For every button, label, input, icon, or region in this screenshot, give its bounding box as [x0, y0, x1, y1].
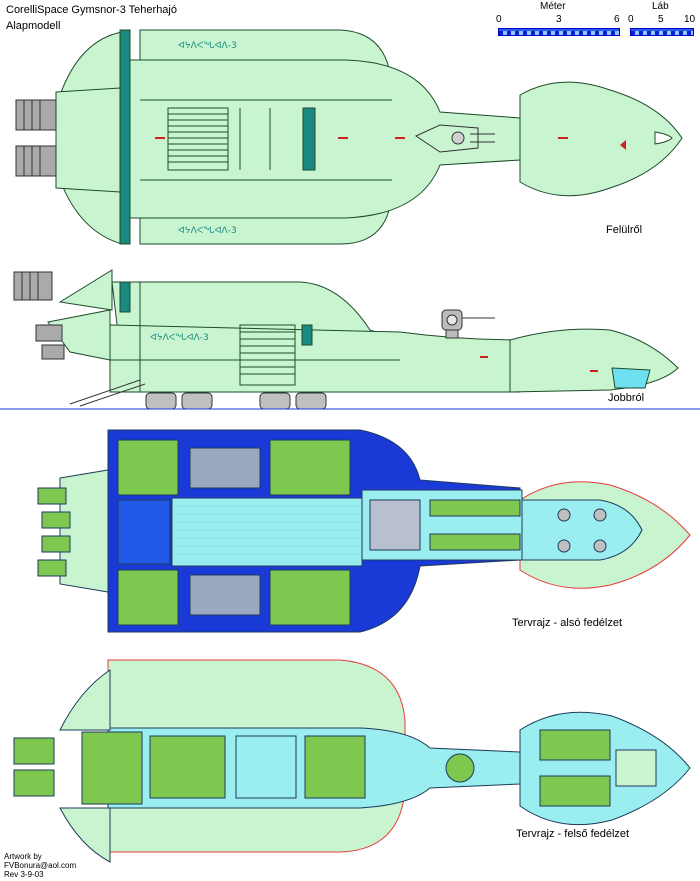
ship-title: CorelliSpace Gymsnor-3 Teherhajó	[6, 4, 177, 16]
lower-deck-aft-hatch	[117, 499, 171, 565]
label-upper-deck: Tervrajz - felső fedélzet	[516, 828, 630, 840]
meter-tick-0: 0	[496, 14, 502, 25]
top-engine-housing	[55, 87, 121, 193]
foot-tick-10: 10	[684, 14, 696, 25]
lower-deck-plan	[37, 429, 691, 633]
upper-deck-machinery	[81, 731, 366, 805]
meter-tick-6: 6	[614, 14, 620, 25]
foot-tick-0: 0	[628, 14, 634, 25]
upper-deck-engines	[13, 737, 55, 797]
label-side-view: Jobbról	[608, 392, 645, 404]
credits-line-3: Rev 3-9-03	[4, 870, 44, 879]
lower-deck-corridor-modules	[369, 499, 521, 551]
lower-deck-cargo-grid	[172, 505, 362, 563]
credits-line-2: FVBonura@aol.com	[4, 861, 77, 870]
lower-deck-cargo-hold	[171, 497, 363, 567]
top-hull-marking-1: ᐊᔭᐱᐸᖓᐊᐱ-3	[178, 41, 237, 51]
lower-deck-engine-bay	[59, 469, 109, 593]
top-marker-lights	[155, 137, 626, 150]
side-engines	[13, 271, 65, 360]
foot-label: Láb	[652, 1, 669, 12]
upper-deck-plan	[13, 659, 691, 863]
lower-deck-cockpit-interior	[521, 499, 643, 561]
top-ribbed-section	[140, 99, 392, 181]
foot-tick-5: 5	[658, 14, 664, 25]
title-block: CorelliSpace Gymsnor-3 Teherhajó Alapmod…	[6, 2, 177, 34]
top-cockpit-window	[654, 131, 673, 145]
top-engines	[15, 99, 57, 177]
credits: Artwork by FVBonura@aol.com Rev 3-9-03	[4, 852, 76, 879]
credits-line-1: Artwork by	[4, 852, 42, 861]
top-turret	[414, 124, 495, 153]
top-hull-marking-2: ᐊᔭᐱᐸᖓᐊᐱ-3	[178, 226, 237, 236]
top-cockpit	[519, 81, 683, 197]
ship-subtitle: Alapmodell	[6, 20, 61, 32]
meter-tick-3: 3	[556, 14, 562, 25]
lower-deck-storage-top	[117, 439, 351, 496]
side-turret	[441, 309, 495, 339]
side-upper-fin	[58, 269, 113, 311]
upper-deck-cockpit	[519, 711, 691, 826]
lower-deck-storage-bottom	[117, 569, 351, 626]
side-landing-gear	[69, 379, 327, 410]
lower-deck-pilot-seats	[557, 508, 607, 553]
label-lower-deck: Tervrajz - alsó fedélzet	[512, 617, 623, 629]
side-marker-lights	[480, 356, 598, 372]
side-view	[13, 269, 679, 410]
top-teal-stripe-1	[119, 29, 131, 245]
upper-deck-upper-fin	[59, 669, 111, 731]
side-teal-stripe-1	[119, 281, 131, 313]
meter-scale-bar	[498, 28, 620, 36]
side-teal-stripe-2	[301, 324, 313, 346]
side-hull-marking: ᐊᔭᐱᐸᖓᐊᐱ-3	[150, 333, 209, 343]
upper-deck-hub	[445, 753, 475, 783]
side-cockpit	[509, 328, 679, 393]
meter-label: Méter	[540, 1, 566, 12]
foot-scale-bar	[630, 28, 694, 36]
lower-deck-engines	[37, 487, 71, 577]
upper-deck-lower-fin	[59, 807, 111, 863]
top-view	[15, 29, 683, 245]
top-teal-stripe-2	[302, 107, 316, 171]
upper-deck-cockpit-equipment	[539, 729, 657, 807]
side-cockpit-window	[611, 367, 651, 389]
side-ribbed-section	[110, 282, 400, 392]
label-top-view: Felülről	[606, 224, 643, 236]
